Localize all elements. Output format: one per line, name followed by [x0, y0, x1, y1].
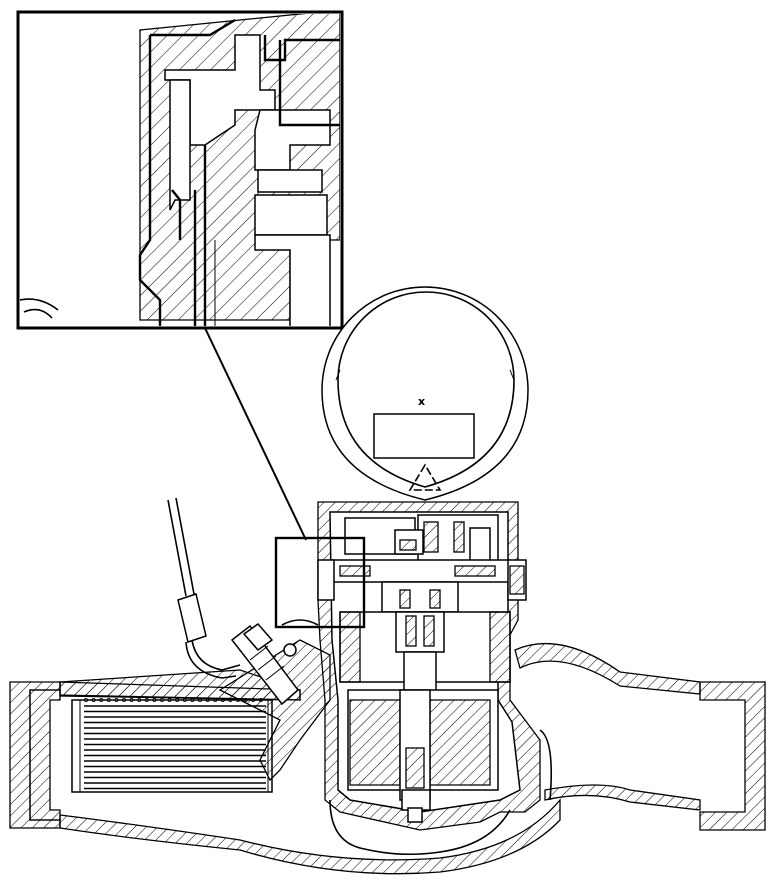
- strainer-hole: [205, 698, 210, 703]
- strainer-hole: [122, 698, 127, 703]
- register-dome: [321, 286, 529, 501]
- strainer-hole: [106, 698, 111, 703]
- strainer-hole: [220, 698, 225, 703]
- strainer-hole: [144, 698, 149, 703]
- leader-line: [204, 327, 307, 541]
- recycle-triangle-icon: [408, 463, 442, 491]
- display-label: x: [418, 395, 426, 408]
- strainer-hole: [99, 698, 104, 703]
- strainer-hole: [91, 698, 96, 703]
- strainer-hole: [129, 698, 134, 703]
- strainer-hole: [228, 698, 233, 703]
- strainer-hole: [182, 698, 187, 703]
- strainer-hole: [137, 698, 142, 703]
- strainer-hole: [114, 698, 119, 703]
- strainer-hole: [159, 698, 164, 703]
- strainer-hole: [190, 698, 195, 703]
- strainer-hole: [197, 698, 202, 703]
- zoom-detail-inset: [16, 10, 344, 330]
- strainer-hole: [167, 698, 172, 703]
- display-window: [373, 413, 475, 459]
- strainer-hole: [175, 698, 180, 703]
- strainer: [71, 698, 273, 793]
- strainer-hole: [213, 698, 218, 703]
- magnified-region-box: [274, 536, 366, 629]
- meter-housing: [317, 501, 553, 856]
- transmitter-probe: [167, 497, 331, 782]
- strainer-hole: [84, 698, 89, 703]
- strainer-hole: [152, 698, 157, 703]
